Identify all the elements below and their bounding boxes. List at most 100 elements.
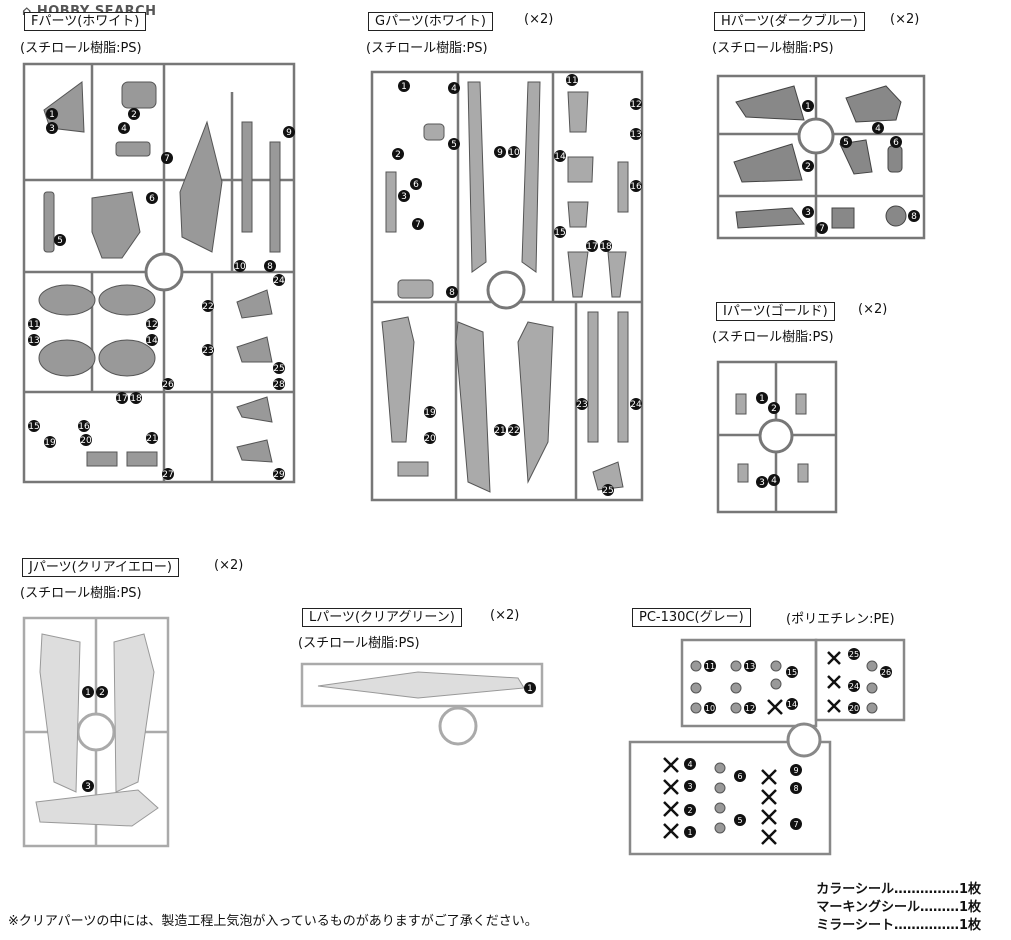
svg-text:14: 14 — [554, 152, 566, 162]
quantity-i: (×2) — [858, 302, 888, 317]
svg-text:24: 24 — [849, 682, 859, 691]
quantity-h: (×2) — [890, 12, 920, 27]
part-number-f-28: 28 — [273, 378, 285, 390]
part-number-h-1: 1 — [802, 100, 814, 112]
part-number-pc-7: 7 — [790, 818, 802, 830]
svg-text:2: 2 — [771, 404, 777, 414]
material-h: (スチロール樹脂:PS) — [712, 41, 834, 56]
part-number-pc-12: 12 — [744, 702, 756, 714]
part-number-f-15: 15 — [28, 420, 40, 432]
svg-text:5: 5 — [451, 140, 457, 150]
part-numbers-pc: 1 2 3 4 5 6 7 8 9 10 11 12 13 14 15 20 2… — [684, 648, 892, 838]
svg-text:18: 18 — [600, 242, 612, 252]
svg-text:25: 25 — [849, 650, 859, 659]
part-numbers-f: 1 2 3 4 5 6 7 8 9 10 11 12 13 14 15 16 1… — [28, 108, 295, 480]
svg-text:7: 7 — [164, 154, 170, 164]
part-number-h-4: 4 — [872, 122, 884, 134]
part-number-f-21: 21 — [146, 432, 158, 444]
part-number-i-1: 1 — [756, 392, 768, 404]
material-f: (スチロール樹脂:PS) — [20, 41, 142, 56]
part-number-pc-6: 6 — [734, 770, 746, 782]
part-number-h-5: 5 — [840, 136, 852, 148]
svg-text:9: 9 — [793, 766, 798, 775]
svg-text:2: 2 — [99, 688, 105, 698]
part-number-f-14: 14 — [146, 334, 158, 346]
sprue-g — [370, 70, 644, 502]
part-number-f-29: 29 — [273, 468, 285, 480]
part-number-g-16: 16 — [630, 180, 642, 192]
svg-text:7: 7 — [819, 224, 825, 234]
part-number-g-6: 6 — [410, 178, 422, 190]
part-number-pc-8: 8 — [790, 782, 802, 794]
part-number-g-2: 2 — [392, 148, 404, 160]
section-title-g: Gパーツ(ホワイト) — [368, 12, 493, 31]
sprue-pc — [628, 638, 906, 856]
svg-text:24: 24 — [273, 276, 285, 286]
svg-text:9: 9 — [286, 128, 292, 138]
svg-text:20: 20 — [80, 436, 92, 446]
sticker-row-color: カラーシール……………1枚 — [816, 882, 981, 897]
part-number-g-23: 23 — [576, 398, 588, 410]
part-number-g-9: 9 — [494, 146, 506, 158]
part-number-h-6: 6 — [890, 136, 902, 148]
part-number-f-24: 24 — [273, 274, 285, 286]
sprue-h — [716, 74, 926, 240]
part-number-g-25: 25 — [602, 484, 614, 496]
sprue-l — [300, 662, 544, 746]
part-number-f-8: 8 — [264, 260, 276, 272]
svg-text:24: 24 — [630, 400, 642, 410]
part-number-g-12: 12 — [630, 98, 642, 110]
svg-text:15: 15 — [787, 668, 797, 677]
svg-text:21: 21 — [494, 426, 505, 436]
svg-text:8: 8 — [449, 288, 455, 298]
part-number-f-5: 5 — [54, 234, 66, 246]
part-number-g-13: 13 — [630, 128, 642, 140]
part-number-f-9: 9 — [283, 126, 295, 138]
part-number-f-12: 12 — [146, 318, 158, 330]
section-title-i: Iパーツ(ゴールド) — [716, 302, 835, 321]
svg-text:8: 8 — [911, 212, 917, 222]
svg-text:1: 1 — [805, 102, 811, 112]
svg-text:21: 21 — [146, 434, 157, 444]
part-number-h-2: 2 — [802, 160, 814, 172]
part-number-pc-1: 1 — [684, 826, 696, 838]
part-number-pc-4: 4 — [684, 758, 696, 770]
svg-text:6: 6 — [893, 138, 899, 148]
part-number-g-18: 18 — [600, 240, 612, 252]
part-number-i-4: 4 — [768, 474, 780, 486]
sticker-row-marking: マーキングシール………1枚 — [816, 900, 981, 915]
svg-text:10: 10 — [508, 148, 520, 158]
part-number-f-17: 17 — [116, 392, 128, 404]
svg-text:3: 3 — [49, 124, 55, 134]
part-number-g-1: 1 — [398, 80, 410, 92]
svg-text:13: 13 — [745, 662, 755, 671]
svg-text:3: 3 — [759, 478, 765, 488]
part-number-g-11: 11 — [566, 74, 578, 86]
svg-text:7: 7 — [793, 820, 798, 829]
sprue-j — [22, 616, 170, 848]
svg-text:2: 2 — [395, 150, 401, 160]
svg-text:27: 27 — [162, 470, 173, 480]
svg-text:14: 14 — [787, 700, 797, 709]
svg-text:8: 8 — [793, 784, 798, 793]
section-title-l: Lパーツ(クリアグリーン) — [302, 608, 462, 627]
part-number-pc-9: 9 — [790, 764, 802, 776]
svg-text:5: 5 — [737, 816, 742, 825]
part-number-f-27: 27 — [162, 468, 174, 480]
part-number-pc-5: 5 — [734, 814, 746, 826]
sticker-row-mirror: ミラーシート……………1枚 — [816, 918, 981, 933]
svg-text:6: 6 — [149, 194, 155, 204]
svg-text:22: 22 — [508, 426, 519, 436]
section-title-pc: PC-130C(グレー) — [632, 608, 751, 627]
part-number-f-19: 19 — [44, 436, 56, 448]
part-number-f-23: 23 — [202, 344, 214, 356]
svg-text:25: 25 — [273, 364, 284, 374]
svg-text:16: 16 — [78, 422, 90, 432]
part-number-f-18: 18 — [130, 392, 142, 404]
svg-text:10: 10 — [234, 262, 246, 272]
svg-text:29: 29 — [273, 470, 285, 480]
svg-text:6: 6 — [737, 772, 742, 781]
svg-text:4: 4 — [875, 124, 881, 134]
svg-text:4: 4 — [451, 84, 457, 94]
material-i: (スチロール樹脂:PS) — [712, 330, 834, 345]
